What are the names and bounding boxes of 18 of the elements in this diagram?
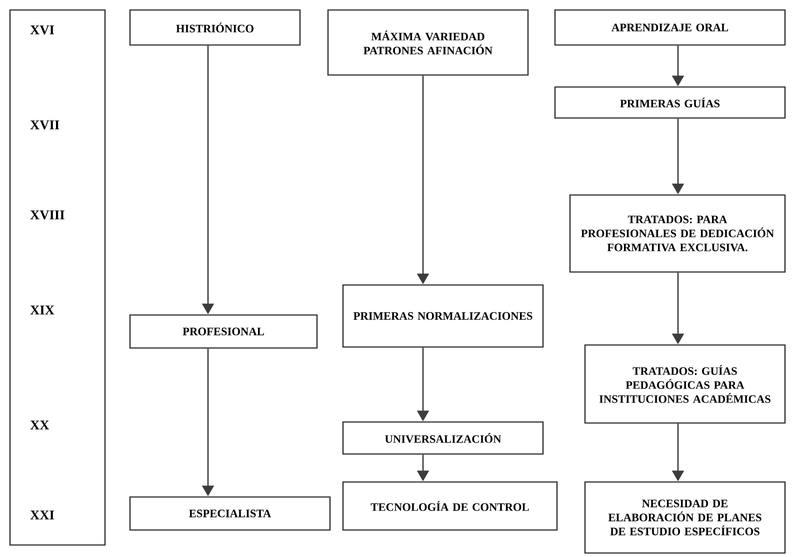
stage-box: TRATADOS: PARA PROFESIONALES DE DEDICACIÓN FORMATIVA EXCLUSIVA.: [569, 194, 786, 273]
stage-box: PRIMERAS GUÍAS: [554, 86, 786, 119]
stage-box: MÁXIMA VARIEDAD PATRONES AFINACIÓN: [327, 9, 529, 76]
stage-box: TRATADOS: GUÍAS PEDAGÓGICAS PARA INSTITUCIONES ACADÉMICAS: [584, 344, 786, 424]
stage-box: ESPECIALISTA: [129, 496, 331, 531]
century-label: XVII: [30, 120, 60, 130]
stage-box: TECNOLOGÍA DE CONTROL: [342, 481, 558, 531]
century-label: XXI: [30, 510, 54, 520]
century-label: XVIII: [30, 210, 64, 220]
stage-box: UNIVERSALIZACIÓN: [342, 421, 544, 455]
century-label: XIX: [30, 306, 54, 314]
century-label: XX: [30, 420, 50, 430]
stage-box: HISTRIÓNICO: [129, 9, 301, 46]
century-label: XVI: [30, 26, 54, 34]
stage-box: PRIMERAS NORMALIZACIONES: [342, 284, 544, 348]
stage-box: APRENDIZAJE ORAL: [554, 9, 786, 46]
stage-box: PROFESIONAL: [129, 314, 318, 349]
stage-box: NECESIDAD DE ELABORACIÓN DE PLANES DE ESTUDIO ESPECÍFICOS: [584, 481, 786, 554]
